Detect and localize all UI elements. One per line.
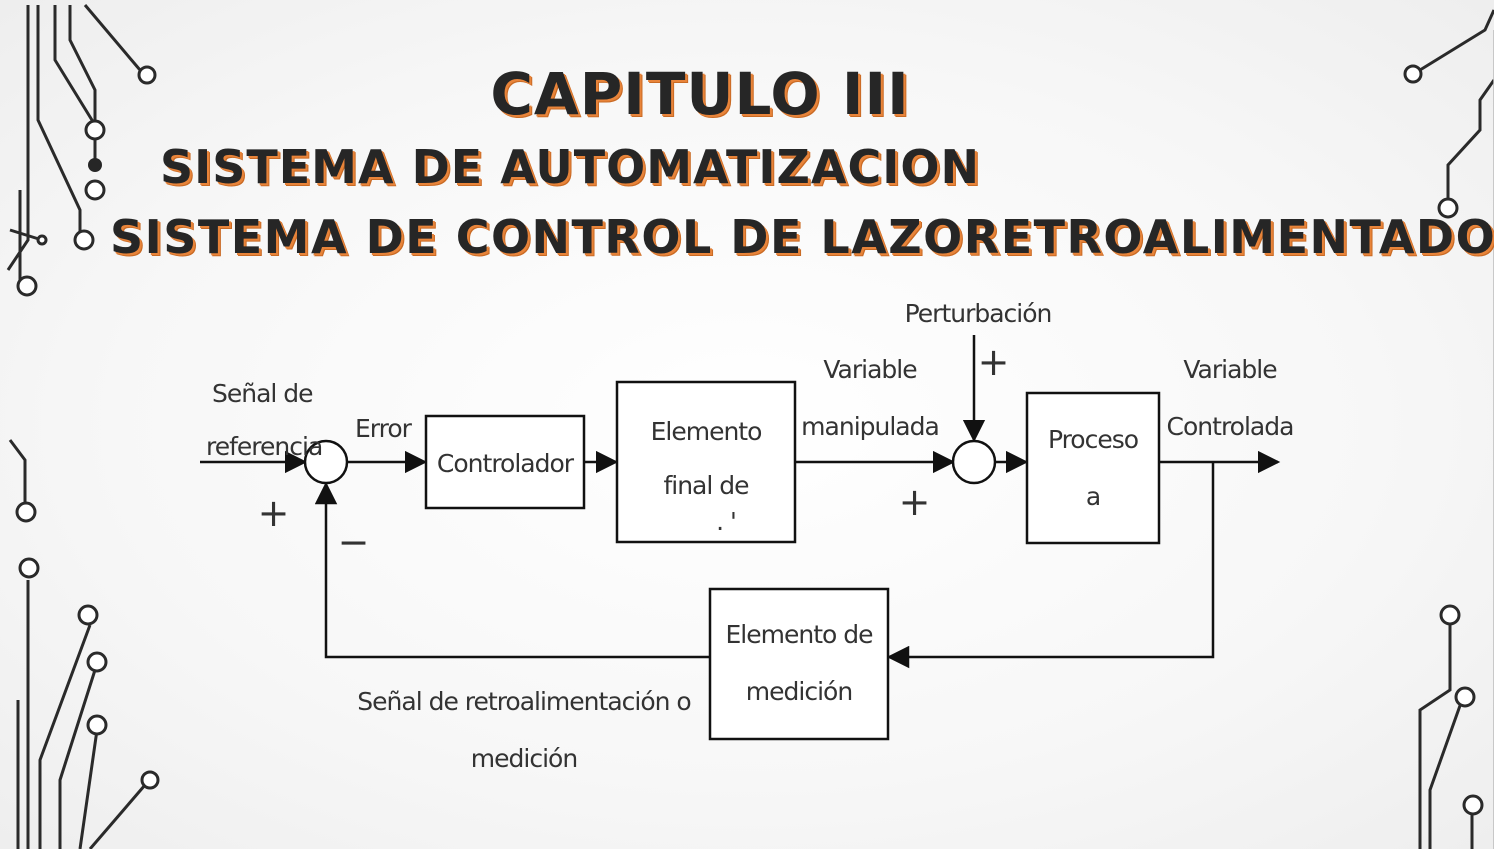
- bullet-title: SISTEMA DE AUTOMATIZACION: [160, 140, 980, 194]
- circuit-node: [1454, 686, 1476, 708]
- error-label: Error: [355, 414, 413, 443]
- bullet-icon: [88, 158, 102, 172]
- feedback-return-line: [314, 481, 710, 659]
- sum1-plus-sign: +: [258, 491, 289, 535]
- circuit-node: [137, 65, 157, 85]
- circuit-node: [77, 604, 99, 626]
- circuit-line: [1446, 79, 1494, 200]
- circuit-node: [16, 275, 38, 297]
- sum2-plus-top-sign: +: [978, 340, 1009, 384]
- circuit-line: [88, 784, 147, 849]
- controlled-variable-label-1: Variable: [1183, 355, 1277, 384]
- manipulated-variable-label-2: manipulada: [801, 412, 939, 441]
- sum1-minus-sign: −: [338, 520, 369, 564]
- circuit-line: [1419, 9, 1494, 72]
- circuit-line: [6, 5, 30, 271]
- circuit-line: [38, 624, 92, 849]
- circuit-line: [53, 5, 97, 126]
- disturbance-label: Perturbación: [905, 299, 1052, 328]
- final-element-label-2: final de: [663, 471, 749, 500]
- process-label-1: Proceso: [1048, 425, 1138, 454]
- circuit-node: [140, 770, 160, 790]
- feedback-label-2: medición: [471, 744, 577, 773]
- circuit-node: [86, 651, 108, 673]
- circuit-node: [84, 119, 106, 141]
- summing-junction-2: [951, 439, 997, 485]
- final-element-block: [615, 380, 797, 544]
- circuit-node: [1437, 197, 1459, 219]
- circuit-line: [1418, 625, 1452, 849]
- chapter-title: CAPITULO III: [490, 60, 910, 128]
- circuit-node: [1462, 794, 1484, 816]
- final-element-label-3: . ': [716, 507, 736, 536]
- circuit-node: [86, 714, 108, 736]
- circuit-node: [36, 234, 48, 246]
- reference-label-line2: referencia: [206, 432, 322, 461]
- measurement-block: [708, 587, 890, 741]
- controller-label: Controlador: [437, 449, 575, 478]
- circuit-node: [15, 501, 37, 523]
- circuit-line: [83, 4, 142, 71]
- circuit-node: [1439, 604, 1461, 626]
- circuit-line: [9, 228, 43, 242]
- process-block: [1025, 391, 1161, 545]
- sum2-plus-bottom-sign: +: [899, 480, 930, 524]
- circuit-line: [36, 5, 82, 235]
- circuit-node: [73, 229, 95, 251]
- circuit-node: [18, 557, 40, 579]
- measurement-label-1: Elemento de: [726, 620, 874, 649]
- controller-block: [424, 414, 586, 510]
- circuit-line: [58, 669, 97, 849]
- feedback-label-1: Señal de retroalimentación o: [357, 687, 690, 716]
- circuit-line: [8, 439, 27, 505]
- measurement-label-2: medición: [746, 677, 852, 706]
- feedback-takeoff-line: [886, 462, 1215, 669]
- reference-label-line1: Señal de: [212, 379, 313, 408]
- circuit-line: [1428, 699, 1464, 849]
- process-label-2: a: [1086, 482, 1100, 511]
- final-element-label-1: Elemento: [651, 417, 762, 446]
- circuit-node: [1403, 64, 1423, 84]
- subtitle: SISTEMA DE CONTROL DE LAZORETROALIMENTAD…: [110, 210, 1494, 264]
- circuit-node: [84, 179, 106, 201]
- circuit-line: [78, 729, 99, 849]
- manipulated-variable-label-1: Variable: [823, 355, 917, 384]
- controlled-variable-label-2: Controlada: [1167, 412, 1294, 441]
